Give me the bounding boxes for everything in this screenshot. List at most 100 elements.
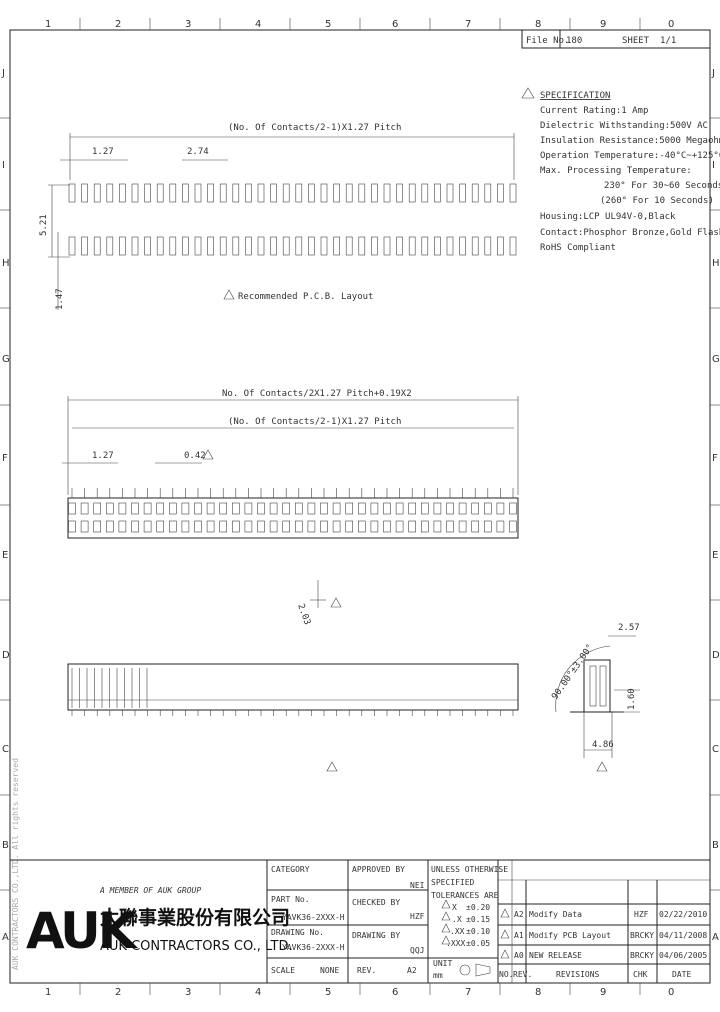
pcb-pad xyxy=(93,236,101,256)
col-label: 3 xyxy=(185,987,191,998)
pcb-pad xyxy=(421,183,429,203)
pcb-pad xyxy=(119,236,126,256)
grid-column-labels-top: 1 2 3 4 5 6 7 8 9 0 xyxy=(45,19,674,30)
spec-line: RoHS Compliant xyxy=(540,243,616,253)
rev-header-rev: REV. xyxy=(513,970,532,979)
col-label: 5 xyxy=(325,19,331,30)
pcb-pad xyxy=(333,236,340,256)
front-pin-array xyxy=(71,668,514,716)
tol-line1: UNLESS OTHERWISE xyxy=(431,865,508,874)
contact-slot xyxy=(332,520,341,533)
contact-array xyxy=(68,488,517,533)
pcb-pad xyxy=(383,183,391,203)
contact-slot xyxy=(257,502,265,515)
pcb-pad xyxy=(484,183,492,203)
pcb-pad xyxy=(333,183,340,203)
contact-slot xyxy=(244,520,253,533)
pcb-pad xyxy=(131,236,139,256)
row-label: C xyxy=(2,744,9,755)
contact-slot xyxy=(181,520,190,533)
row-label: F xyxy=(2,453,8,464)
contact-slot xyxy=(307,520,316,533)
contact-slot xyxy=(118,520,127,533)
rev-date: 04/06/2005 xyxy=(659,951,707,960)
row-label: J xyxy=(1,68,5,79)
contact-slot xyxy=(68,502,76,515)
contact-slot xyxy=(194,502,202,515)
pcb-pad xyxy=(471,236,479,256)
pcb-pad xyxy=(434,236,441,256)
side-dim-height: 1.60 xyxy=(627,688,637,710)
contact-slot xyxy=(496,520,505,533)
contact-slot xyxy=(509,520,517,533)
rev-chk: HZF xyxy=(634,910,649,919)
company-block: AUK A MEMBER OF AUK GROUP 太聯事業股份有限公司 AUK… xyxy=(26,886,293,960)
top-dim-gap: 0.42 xyxy=(184,451,206,461)
pcb-pad xyxy=(182,183,189,203)
contact-slot xyxy=(446,502,454,515)
row-label: I xyxy=(712,160,715,171)
pcb-pad xyxy=(207,236,214,256)
row-label: E xyxy=(712,550,718,561)
contact-slot xyxy=(420,502,429,515)
rev-desc: NEW RELEASE xyxy=(529,951,582,960)
warning-triangle-icon xyxy=(326,761,338,772)
pcb-pad xyxy=(471,183,479,203)
pcb-pad xyxy=(68,236,76,256)
pcb-pad xyxy=(219,236,227,256)
col-label: 6 xyxy=(392,19,398,30)
pcb-pad xyxy=(194,183,202,203)
top-pitch-formula: (No. Of Contacts/2-1)X1.27 Pitch xyxy=(228,417,401,427)
tol-key: X xyxy=(452,903,457,912)
projection-cone-icon xyxy=(475,963,491,977)
pcb-pad xyxy=(232,183,240,203)
pcb-pad xyxy=(345,183,353,203)
unit-value: mm xyxy=(433,971,443,980)
pcb-pad xyxy=(119,183,126,203)
col-label: 3 xyxy=(185,19,191,30)
warning-triangle-icon xyxy=(330,597,342,608)
warning-triangle-icon xyxy=(596,761,608,772)
tol-value: ±0.05 xyxy=(466,939,490,948)
title-block-frame xyxy=(10,859,710,983)
contact-slot xyxy=(131,502,139,515)
pcb-dim-pitch: 1.27 xyxy=(92,147,114,157)
col-label: 8 xyxy=(535,19,541,30)
pcb-pitch-formula: (No. Of Contacts/2-1)X1.27 Pitch xyxy=(228,123,401,133)
col-label: 0 xyxy=(668,19,674,30)
contact-slot xyxy=(332,502,341,515)
pcb-pad xyxy=(282,183,290,203)
pcb-pad xyxy=(207,183,214,203)
pcb-pad xyxy=(509,183,517,203)
pcb-pad xyxy=(156,183,164,203)
contact-slot xyxy=(194,520,202,533)
contact-slot xyxy=(345,520,354,533)
spec-line: Housing:LCP UL94V-0,Black xyxy=(540,212,676,222)
contact-slot xyxy=(106,520,114,533)
row-label: J xyxy=(711,68,715,79)
sheet-value: 1/1 xyxy=(660,36,676,46)
contact-slot xyxy=(408,502,417,515)
file-header: File No. 180 SHEET 1/1 xyxy=(521,29,711,49)
row-label: H xyxy=(2,258,10,269)
col-label: 0 xyxy=(668,987,674,998)
approved-value: NEI xyxy=(410,881,425,890)
drawing-label: DRAWING No. xyxy=(271,928,324,937)
contact-slot xyxy=(282,502,291,515)
rev-desc: Modify Data xyxy=(529,910,582,919)
rev-chk: BRCKY xyxy=(630,931,654,940)
rev-header-date: DATE xyxy=(672,970,691,979)
contact-slot xyxy=(131,520,139,533)
pcb-pad xyxy=(434,183,441,203)
projection-symbol-icon xyxy=(459,964,471,976)
pcb-pad xyxy=(497,236,504,256)
row-label: H xyxy=(712,258,720,269)
row-label: G xyxy=(2,354,10,365)
pcb-pad xyxy=(509,236,517,256)
connector-top-view: No. Of Contacts/2X1.27 Pitch+0.19X2 (No.… xyxy=(62,389,519,626)
contact-slot xyxy=(357,520,366,533)
pcb-pad xyxy=(81,236,88,256)
grid-row-labels: J I H G F E D C B A J I H G F E D C B A xyxy=(1,68,720,943)
contact-slot xyxy=(383,502,391,515)
